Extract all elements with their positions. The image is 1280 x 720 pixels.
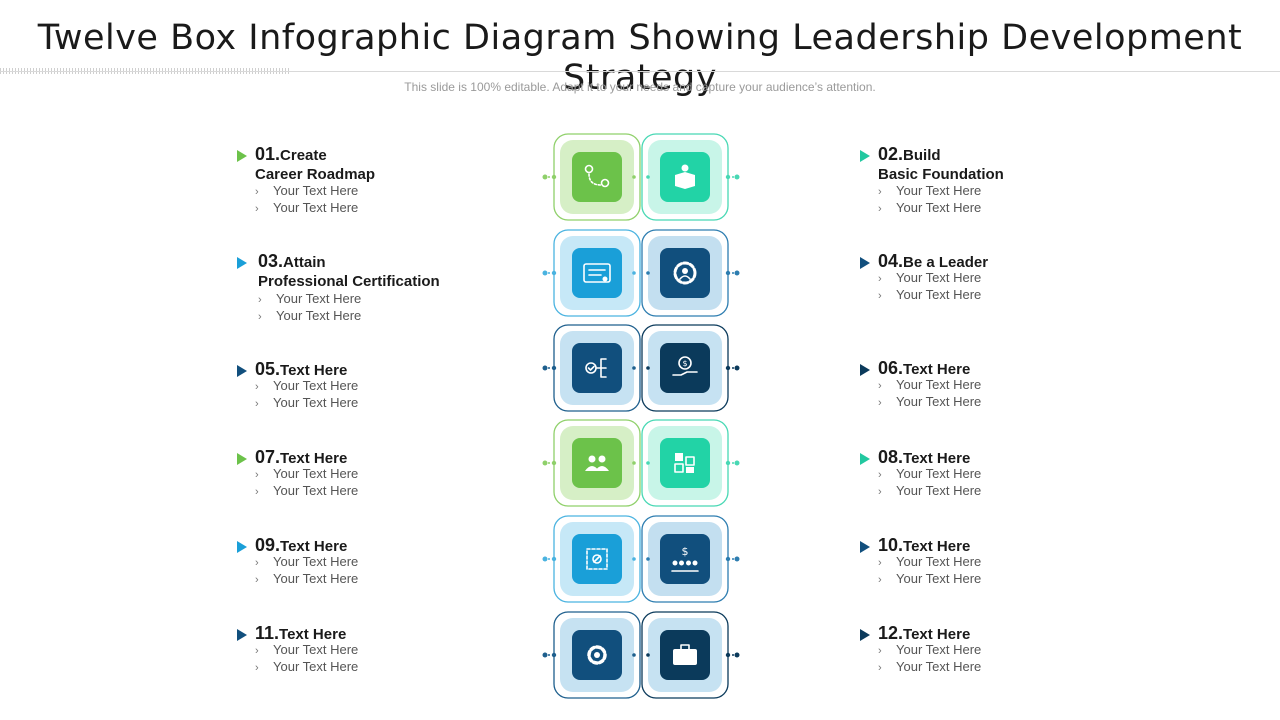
diagram-box-08 xyxy=(641,419,740,507)
step-bullet: ›Your Text Here xyxy=(255,554,359,569)
step-title: Text Here xyxy=(279,626,347,643)
step-bullet: ›Your Text Here xyxy=(255,466,359,481)
step-marker-icon xyxy=(860,364,870,376)
step-bullet: ›Your Text Here xyxy=(258,291,362,306)
step-number: 05. xyxy=(255,359,281,379)
step-title-line2: Career Roadmap xyxy=(255,166,376,183)
step-number: 09. xyxy=(255,535,281,555)
step-number: 02. xyxy=(878,144,904,164)
step-title: Be a Leader xyxy=(903,254,989,271)
step-number: 11. xyxy=(255,623,280,643)
svg-text:$: $ xyxy=(682,545,689,558)
step-bullet: ›Your Text Here xyxy=(878,659,982,674)
step-bullet: ›Your Text Here xyxy=(878,394,982,409)
step-number: 03. xyxy=(258,251,284,271)
step-marker-icon xyxy=(860,257,870,269)
svg-text:$: $ xyxy=(682,359,687,368)
step-marker-icon xyxy=(860,541,870,553)
step-title: Text Here xyxy=(903,361,971,378)
leader-box-icon xyxy=(675,164,695,189)
network-chart-icon xyxy=(586,548,608,570)
step-bullet: ›Your Text Here xyxy=(255,200,359,215)
diagram-box-03 xyxy=(542,229,641,317)
step-marker-icon xyxy=(237,453,247,465)
step-marker-icon xyxy=(237,365,247,377)
step-bullet: ›Your Text Here xyxy=(878,287,982,302)
step-marker-icon xyxy=(860,150,870,162)
step-title: Create xyxy=(280,147,327,164)
diagram-box-10: $ xyxy=(641,515,740,603)
step-title-line2: Professional Certification xyxy=(258,273,440,290)
step-title: Text Here xyxy=(280,450,348,467)
step-bullet: ›Your Text Here xyxy=(255,483,359,498)
step-title: Attain xyxy=(283,254,326,271)
gear-settings-icon xyxy=(587,645,607,665)
hierarchy-check-icon xyxy=(585,358,607,378)
diagram-box-07 xyxy=(542,419,641,507)
step-title: Text Here xyxy=(903,538,971,555)
title-divider xyxy=(0,71,1280,72)
puzzle-blocks-icon xyxy=(674,453,695,473)
step-number: 01. xyxy=(255,144,281,164)
step-bullet: ›Your Text Here xyxy=(255,378,359,393)
step-bullet: ›Your Text Here xyxy=(878,466,982,481)
step-bullet: ›Your Text Here xyxy=(878,270,982,285)
diagram-box-04 xyxy=(641,229,740,317)
diagram-box-06: $ xyxy=(641,324,740,412)
twelve-box-diagram: $$ xyxy=(542,133,740,699)
step-bullet: ›Your Text Here xyxy=(878,377,982,392)
certificate-icon xyxy=(583,263,611,283)
step-title: Text Here xyxy=(903,450,971,467)
step-bullet: ›Your Text Here xyxy=(878,642,982,657)
step-bullet: ›Your Text Here xyxy=(258,308,362,323)
step-bullet: ›Your Text Here xyxy=(255,571,359,586)
step-marker-icon xyxy=(237,541,247,553)
step-title: Text Here xyxy=(903,626,971,643)
step-marker-icon xyxy=(237,629,247,641)
map-route-icon xyxy=(584,164,610,188)
step-number: 10. xyxy=(878,535,904,555)
step-title: Build xyxy=(903,147,941,164)
step-title: Text Here xyxy=(280,362,348,379)
step-bullet: ›Your Text Here xyxy=(878,571,982,586)
step-title: Text Here xyxy=(280,538,348,555)
step-bullet: ›Your Text Here xyxy=(878,183,982,198)
diagram-box-01 xyxy=(542,133,641,221)
step-bullet: ›Your Text Here xyxy=(255,659,359,674)
step-title-line2: Basic Foundation xyxy=(878,166,1004,183)
diagram-box-09 xyxy=(542,515,641,603)
step-bullet: ›Your Text Here xyxy=(255,183,359,198)
step-number: 06. xyxy=(878,358,904,378)
money-hand-icon: $ xyxy=(672,356,698,376)
team-icon xyxy=(585,455,609,471)
diagram-box-05 xyxy=(542,324,641,412)
diagram-box-12 xyxy=(641,611,740,699)
step-bullet: ›Your Text Here xyxy=(255,395,359,410)
step-bullet: ›Your Text Here xyxy=(878,554,982,569)
step-bullet: ›Your Text Here xyxy=(878,200,982,215)
step-marker-icon xyxy=(237,257,247,269)
gear-person-icon xyxy=(673,261,697,285)
finance-team-icon: $ xyxy=(671,545,699,572)
briefcase-icon xyxy=(673,644,697,665)
diagram-box-02 xyxy=(641,133,740,221)
step-number: 12. xyxy=(878,623,904,643)
step-number: 04. xyxy=(878,251,904,271)
step-number: 08. xyxy=(878,447,904,467)
step-number: 07. xyxy=(255,447,281,467)
step-marker-icon xyxy=(860,629,870,641)
diagram-box-11 xyxy=(542,611,641,699)
step-marker-icon xyxy=(237,150,247,162)
step-bullet: ›Your Text Here xyxy=(878,483,982,498)
page-subtitle: This slide is 100% editable. Adapt it to… xyxy=(404,80,876,94)
step-bullet: ›Your Text Here xyxy=(255,642,359,657)
step-marker-icon xyxy=(860,453,870,465)
page-title: Twelve Box Infographic Diagram Showing L… xyxy=(37,18,1243,98)
